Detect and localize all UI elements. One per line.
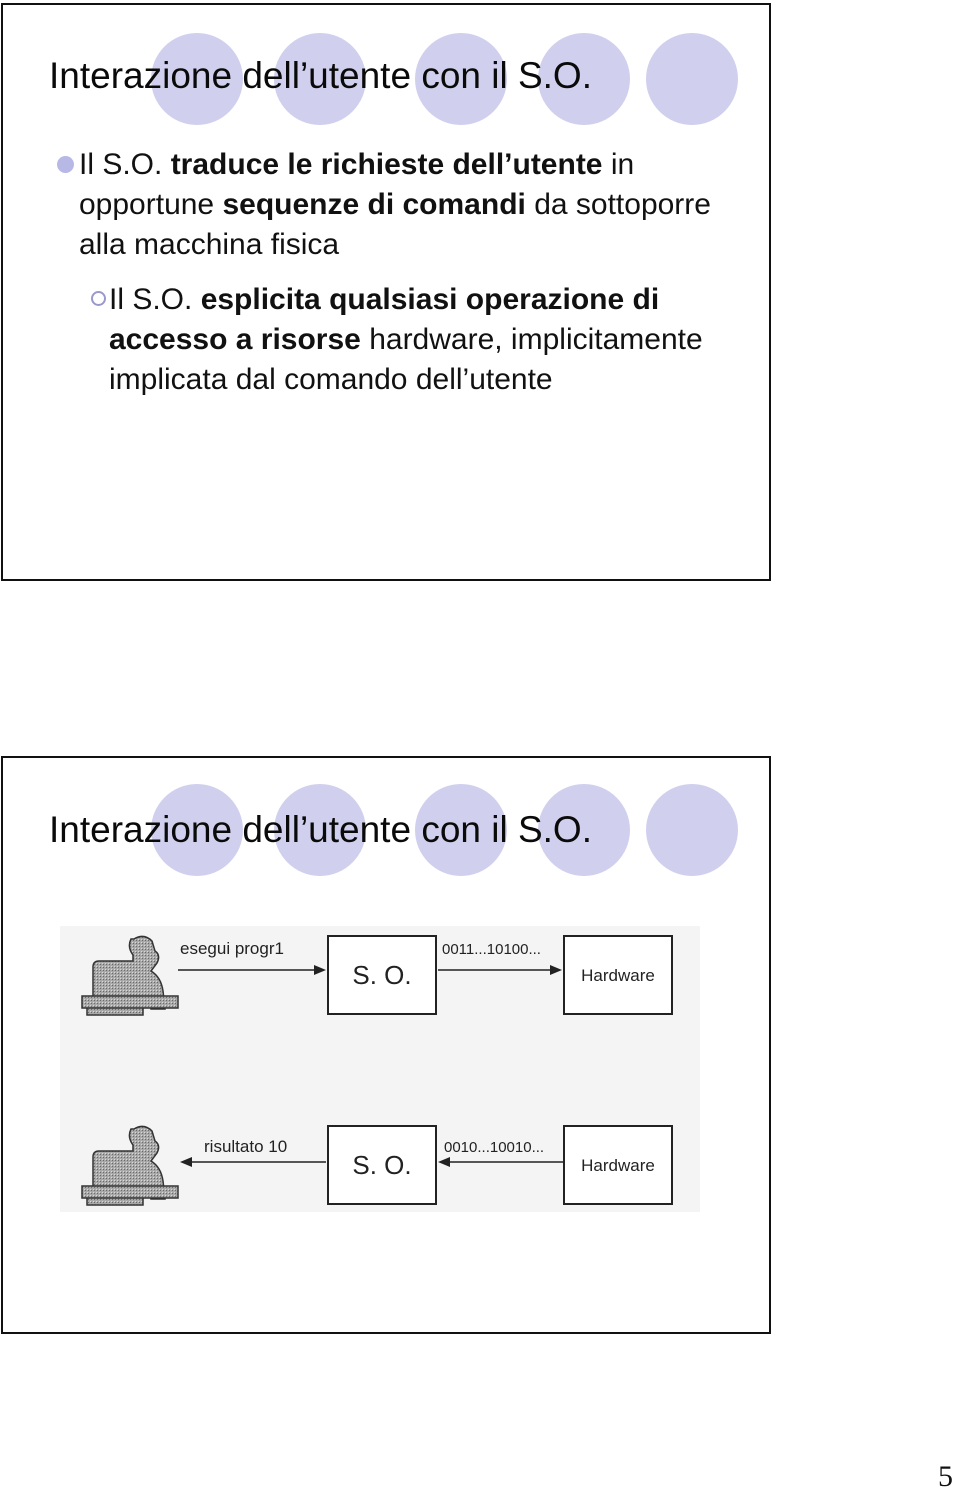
bullet-text: Il S.O. traduce le richieste dell’utente… — [79, 148, 711, 261]
decorative-circles — [151, 784, 738, 876]
arrow-head-icon — [180, 1157, 192, 1167]
command-bits-label: 0011...10100... — [442, 941, 541, 958]
result-bits-label: 0010...10010... — [444, 1139, 544, 1156]
interaction-diagram: esegui progr1 S. O. 0011...10100... Hard… — [60, 926, 700, 1212]
decorative-circles — [151, 33, 738, 125]
sub-bullet-text: Il S.O. esplicita qualsiasi operazione d… — [109, 283, 703, 396]
arrow-head-icon — [550, 965, 562, 975]
user-at-computer-icon — [81, 1125, 179, 1206]
slide-title: Interazione dell’utente con il S.O. — [49, 55, 592, 96]
arrow-head-icon — [438, 1157, 450, 1167]
hardware-box-label: Hardware — [581, 966, 655, 985]
deco-circle — [538, 784, 630, 876]
hardware-box — [563, 935, 673, 1015]
main-bullet: Il S.O. traduce le richieste dell’utente… — [57, 145, 757, 265]
os-box-label: S. O. — [352, 960, 411, 990]
deco-circle — [415, 33, 507, 125]
os-box — [327, 935, 437, 1015]
request-label: esegui progr1 — [180, 939, 284, 958]
hardware-box-return — [563, 1125, 673, 1205]
result-label: risultato 10 — [204, 1137, 287, 1156]
deco-circle — [415, 784, 507, 876]
page-number: 5 — [938, 1460, 953, 1493]
os-box-return — [327, 1125, 437, 1205]
bullet-ring-icon — [91, 291, 106, 306]
arrow-head-icon — [314, 965, 326, 975]
deco-circle — [646, 33, 738, 125]
bullet-dot-icon — [57, 156, 74, 173]
deco-circle — [151, 784, 243, 876]
hardware-box-return-label: Hardware — [581, 1156, 655, 1175]
deco-circle — [538, 33, 630, 125]
slide-title: Interazione dell’utente con il S.O. — [49, 809, 592, 850]
slide-1: Interazione dell’utente con il S.O. Il S… — [1, 3, 771, 581]
sub-bullet: Il S.O. esplicita qualsiasi operazione d… — [91, 280, 751, 400]
user-at-computer-icon — [81, 935, 179, 1016]
deco-circle — [274, 784, 366, 876]
deco-circle — [151, 33, 243, 125]
deco-circle — [274, 33, 366, 125]
os-box-return-label: S. O. — [352, 1150, 411, 1180]
deco-circle — [646, 784, 738, 876]
slide-2: Interazione dell’utente con il S.O. eseg… — [1, 756, 771, 1334]
